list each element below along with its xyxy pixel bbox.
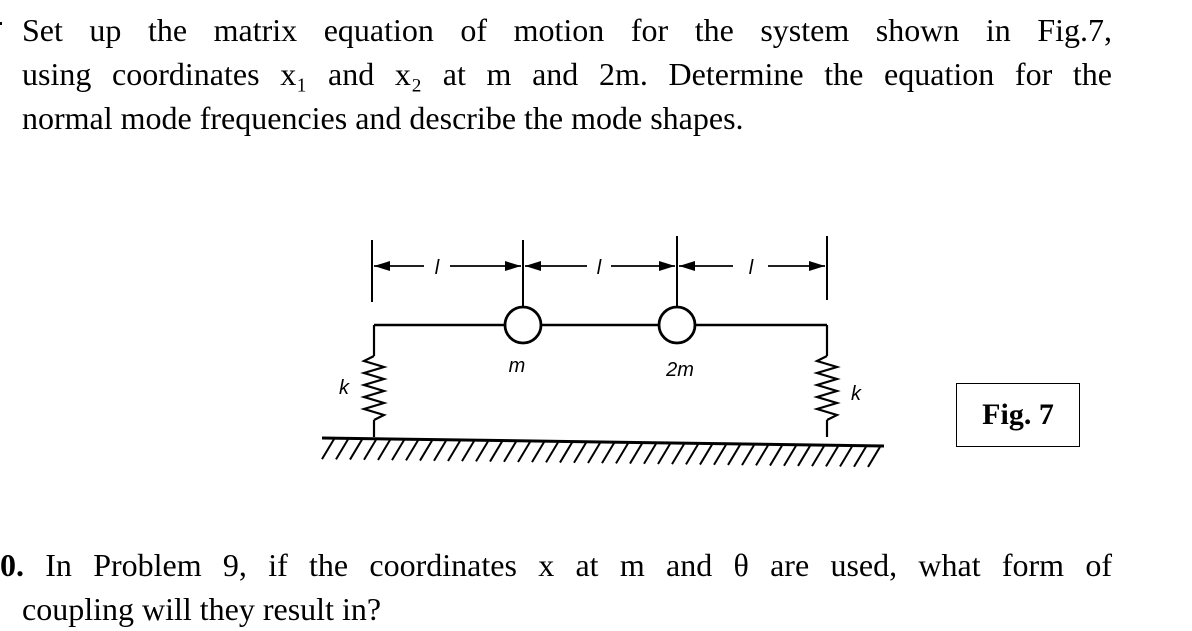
- hatch-mark: [867, 446, 881, 468]
- problem-10-line-1-text: In Problem 9, if the coordinates x at m …: [24, 547, 1112, 583]
- hatch-mark: [671, 443, 685, 465]
- hatch-mark: [615, 442, 629, 464]
- hatch-mark: [657, 443, 671, 465]
- hatch-mark: [713, 444, 727, 466]
- hatch-mark: [755, 444, 769, 466]
- spring-left: [360, 325, 388, 437]
- problem-10-number: 0.: [0, 547, 24, 583]
- spring-right-label: k: [851, 383, 862, 405]
- dimension-left: [374, 261, 521, 271]
- hatch-mark: [839, 446, 853, 468]
- hatch-mark: [545, 441, 559, 463]
- mass-2m-label: 2m: [665, 359, 694, 381]
- hatch-mark: [475, 440, 489, 462]
- hatch-mark: [559, 442, 573, 464]
- hatch-mark: [573, 442, 587, 464]
- hatch-mark: [461, 440, 475, 462]
- hatch-mark: [335, 438, 349, 460]
- figure-caption: Fig. 7: [982, 398, 1054, 431]
- cropped-mark: [0, 22, 2, 25]
- mass-m-label: m: [509, 355, 526, 377]
- problem-9-text: Set up the matrix equation of motion for…: [22, 8, 1112, 140]
- hatch-mark: [405, 439, 419, 461]
- hatch-mark: [391, 439, 405, 461]
- hatch-mark: [489, 441, 503, 463]
- mass-m: [503, 305, 543, 345]
- dimension-right: [679, 261, 825, 271]
- hatch-mark: [321, 438, 335, 460]
- hatch-mark: [419, 440, 433, 462]
- problem-9-line-1: Set up the matrix equation of motion for…: [22, 12, 1112, 48]
- hatch-mark: [699, 444, 713, 466]
- hatch-mark: [503, 441, 517, 463]
- ground-hatching: [321, 436, 885, 468]
- spring-left-label: k: [339, 377, 350, 399]
- mass-2m: [657, 305, 697, 345]
- hatch-mark: [727, 444, 741, 466]
- hatch-mark: [797, 445, 811, 467]
- problem-9-line-3: normal mode frequencies and describe the…: [22, 100, 744, 136]
- hatch-mark: [587, 442, 601, 464]
- dim-label-middle: l: [597, 257, 602, 279]
- hatch-mark: [531, 441, 545, 463]
- hatch-mark: [377, 439, 391, 461]
- hatch-mark: [811, 445, 825, 467]
- spring-right: [813, 325, 841, 437]
- figure-caption-box: Fig. 7: [956, 383, 1080, 447]
- problem-9-line-2: using coordinates x₁ and x₂ at m and 2m.…: [22, 56, 1112, 92]
- dimension-middle: [525, 261, 675, 271]
- problem-10-text: 0. In Problem 9, if the coordinates x at…: [0, 543, 1112, 631]
- hatch-mark: [741, 444, 755, 466]
- hatch-mark: [825, 445, 839, 467]
- hatch-mark: [853, 446, 867, 468]
- hatch-mark: [601, 442, 615, 464]
- dim-label-left: l: [435, 257, 440, 279]
- hatch-mark: [629, 443, 643, 465]
- problem-10-line-1: 0. In Problem 9, if the coordinates x at…: [0, 543, 1112, 587]
- hatch-mark: [363, 439, 377, 461]
- hatch-mark: [643, 443, 657, 465]
- hatch-mark: [349, 439, 363, 461]
- dim-label-right: l: [749, 257, 754, 279]
- hatch-mark: [447, 440, 461, 462]
- hatch-mark: [433, 440, 447, 462]
- problem-10-line-2: coupling will they result in?: [22, 591, 382, 627]
- hatch-mark: [783, 445, 797, 467]
- hatch-mark: [769, 445, 783, 467]
- hatch-mark: [685, 443, 699, 465]
- hatch-mark: [517, 441, 531, 463]
